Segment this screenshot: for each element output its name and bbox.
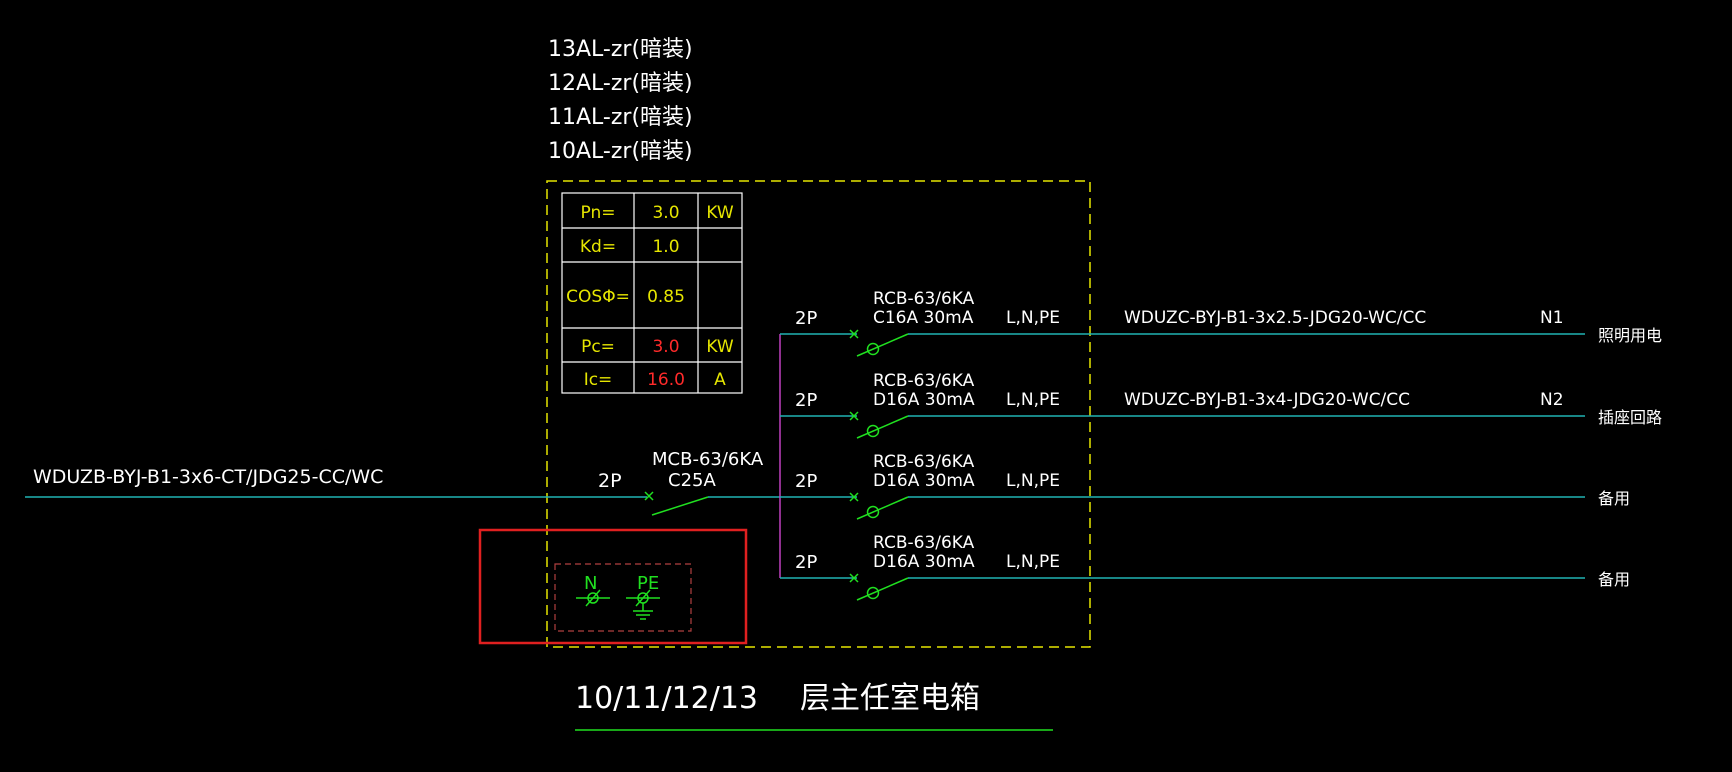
terminal-box: [554, 563, 692, 632]
panel-label: 10AL-zr(暗装): [548, 139, 693, 164]
branch-breaker-rating: C16A 30mA: [873, 308, 974, 328]
branch-usage: 备用: [1598, 570, 1630, 589]
table-unit: KW: [706, 337, 734, 357]
branch-breaker-model: RCB-63/6KA: [873, 452, 975, 472]
rcb-breaker-symbol: [849, 492, 909, 520]
branch-phases: L,N,PE: [1006, 308, 1060, 328]
table-label: Pc=: [581, 337, 615, 357]
incoming-breaker-rating: C25A: [668, 470, 716, 491]
rcb-breaker-symbol: [849, 573, 909, 601]
branch-cable-label: WDUZC-BYJ-B1-3x2.5-JDG20-WC/CC: [1124, 308, 1426, 328]
branch-phases: L,N,PE: [1006, 471, 1060, 491]
branch-usage: 备用: [1598, 489, 1630, 508]
footer-name: 层主任室电箱: [800, 681, 980, 716]
table-value: 3.0: [652, 203, 679, 223]
rcb-breaker-symbol: [849, 329, 909, 357]
pe-terminal-symbol: [626, 589, 660, 620]
table-unit: A: [714, 370, 726, 390]
branch-phases: L,N,PE: [1006, 390, 1060, 410]
incoming-breaker-model: MCB-63/6KA: [652, 449, 764, 470]
n-terminal-symbol: [576, 589, 610, 607]
panel-enclosure: [546, 180, 1091, 648]
branch-breaker-rating: D16A 30mA: [873, 390, 975, 410]
n-terminal-label: N: [584, 573, 597, 594]
table-value: 0.85: [647, 287, 685, 307]
branch-usage: 插座回路: [1598, 408, 1662, 427]
branch-breaker-model: RCB-63/6KA: [873, 371, 975, 391]
branch-circuit-no: N1: [1540, 308, 1564, 328]
branch-phases: L,N,PE: [1006, 552, 1060, 572]
table-value: 1.0: [652, 237, 679, 257]
branch-poles: 2P: [795, 308, 817, 329]
table-value: 16.0: [647, 370, 685, 390]
incoming-breaker-symbol: [644, 491, 709, 516]
rcb-breaker-symbol: [849, 411, 909, 439]
branch-cable-label: WDUZC-BYJ-B1-3x4-JDG20-WC/CC: [1124, 390, 1410, 410]
branch-breaker-model: RCB-63/6KA: [873, 289, 975, 309]
table-unit: KW: [706, 203, 734, 223]
incoming-cable-label: WDUZB-BYJ-B1-3x6-CT/JDG25-CC/WC: [33, 466, 383, 488]
panel-label: 12AL-zr(暗装): [548, 71, 693, 96]
branch-poles: 2P: [795, 390, 817, 411]
highlight-box: [478, 528, 748, 645]
table-label: Pn=: [581, 203, 616, 223]
table-label: Ic=: [584, 370, 613, 390]
table-value: 3.0: [652, 337, 679, 357]
branch-breaker-rating: D16A 30mA: [873, 471, 975, 491]
branch-breaker-rating: D16A 30mA: [873, 552, 975, 572]
branch-breaker-model: RCB-63/6KA: [873, 533, 975, 553]
panel-label: 13AL-zr(暗装): [548, 37, 693, 62]
branch-poles: 2P: [795, 552, 817, 573]
panel-label: 11AL-zr(暗装): [548, 105, 693, 130]
pe-terminal-label: PE: [637, 573, 659, 594]
branch-usage: 照明用电: [1598, 326, 1662, 345]
branch-circuit-no: N2: [1540, 390, 1564, 410]
table-label: COSΦ=: [566, 287, 630, 307]
load-table: [561, 192, 743, 394]
table-label: Kd=: [580, 237, 616, 257]
incoming-poles: 2P: [598, 470, 622, 492]
branch-poles: 2P: [795, 471, 817, 492]
footer-floors: 10/11/12/13: [575, 681, 758, 716]
